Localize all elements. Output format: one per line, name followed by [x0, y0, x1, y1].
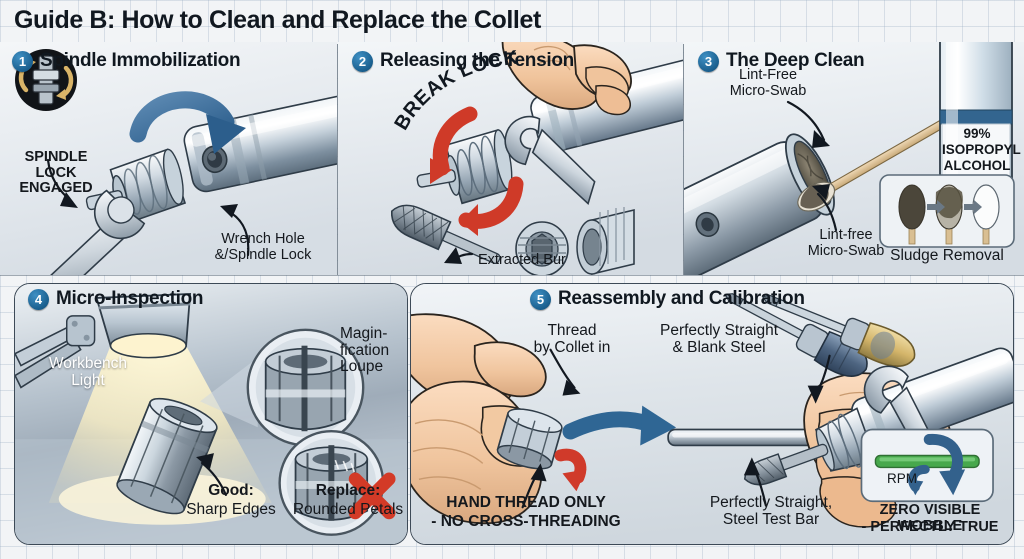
test-bar-label: Perfectly Straight, Steel Test Bar	[709, 494, 833, 528]
straight-blank-label: Perfectly Straight & Blank Steel	[659, 322, 779, 356]
panel-micro-inspection: Workbench Light Magin- fication Loupe Go…	[14, 283, 408, 545]
hand-thread-warning-line2: - NO CROSS-THREADING	[431, 513, 621, 530]
panel1-header: 1 Spindle Immobilization	[12, 50, 241, 72]
panel2-header: 2 Releasing the Tension	[352, 50, 574, 72]
wrench-hole-label: Wrench Hole &/Spindle Lock	[214, 231, 312, 263]
panel2-artwork	[338, 42, 683, 275]
panel3-badge: 3	[698, 50, 719, 72]
rpm-inset	[860, 428, 994, 503]
collet-nut	[515, 221, 569, 275]
panel5-artwork	[411, 284, 1013, 544]
zero-wobble-caption-line2: - PERFECTLY TRUE	[861, 519, 999, 535]
panel5-header: 5 Reassembly and Calibration	[530, 288, 805, 310]
rpm-meter-label: RPM	[887, 471, 917, 486]
alcohol-bottle-label: 99% ISOPROPYL ALCOHOL	[942, 126, 1021, 173]
thread-collet-label: Thread by Collet in	[533, 322, 611, 356]
panel-deep-clean: Lint-Free Micro-Swab Lint-free Micro-Swa…	[684, 42, 1024, 275]
extracted-bur-label: Extracted Bur	[478, 252, 566, 268]
panel-reassembly-calibration: Thread by Collet in Perfectly Straight &…	[410, 283, 1014, 545]
panel2-badge: 2	[352, 50, 373, 72]
panel4-badge: 4	[28, 288, 49, 310]
panel4-artwork	[15, 284, 407, 544]
cap-nut	[576, 207, 635, 275]
panel-divider-2	[683, 44, 684, 275]
loupe-label: Magin- fication Loupe	[340, 325, 390, 376]
zero-wobble-caption-line1: ZERO VISIBLE WOBBLE	[879, 502, 981, 534]
replace-x-icon	[348, 472, 396, 520]
panel-spindle-immobilization: SPINDLE LOCK ENGAGED Wrench Hole &/Spind…	[0, 42, 337, 275]
spindle-lock-engaged-label: SPINDLE LOCK ENGAGED	[19, 149, 93, 197]
row-divider	[0, 275, 1024, 276]
replace-verdict-head: Replace:	[315, 482, 381, 499]
collet-in-hand	[496, 408, 563, 470]
workbench-light-label: Workbench Light	[48, 355, 128, 389]
workbench-lamp	[15, 293, 192, 389]
panel-divider-1	[337, 44, 338, 275]
micro-swab-label-top: Lint-Free Micro-Swab	[729, 67, 807, 99]
panel3-header: 3 The Deep Clean	[698, 50, 865, 72]
panel1-title: Spindle Immobilization	[40, 50, 241, 71]
panel4-header: 4 Micro-Inspection	[28, 288, 204, 310]
panel-releasing-tension: BREAK LOCK Extracted Bur	[338, 42, 683, 275]
panel2-title: Releasing the Tension	[380, 50, 574, 71]
sludge-removal-caption: Sludge Removal	[890, 247, 1004, 264]
panel5-badge: 5	[530, 288, 551, 310]
panel5-title: Reassembly and Calibration	[558, 288, 805, 309]
page-title: Guide B: How to Clean and Replace the Co…	[14, 6, 541, 34]
hand-thread-warning-line1: HAND THREAD ONLY	[446, 494, 606, 511]
panel1-artwork	[0, 42, 337, 275]
panel4-title: Micro-Inspection	[56, 288, 204, 309]
good-verdict-sub: Sharp Edges	[186, 501, 276, 518]
loupe-good	[246, 328, 365, 447]
sludge-removal-inset	[879, 174, 1015, 248]
panel3-title: The Deep Clean	[726, 50, 865, 71]
hand-illustration	[501, 42, 632, 116]
inspected-collet	[116, 397, 218, 515]
panel1-badge: 1	[12, 50, 33, 72]
screwdriver-two	[761, 294, 916, 368]
good-verdict-head: Good:	[208, 482, 254, 499]
replace-verdict-sub: Rounded Petals	[292, 501, 404, 518]
